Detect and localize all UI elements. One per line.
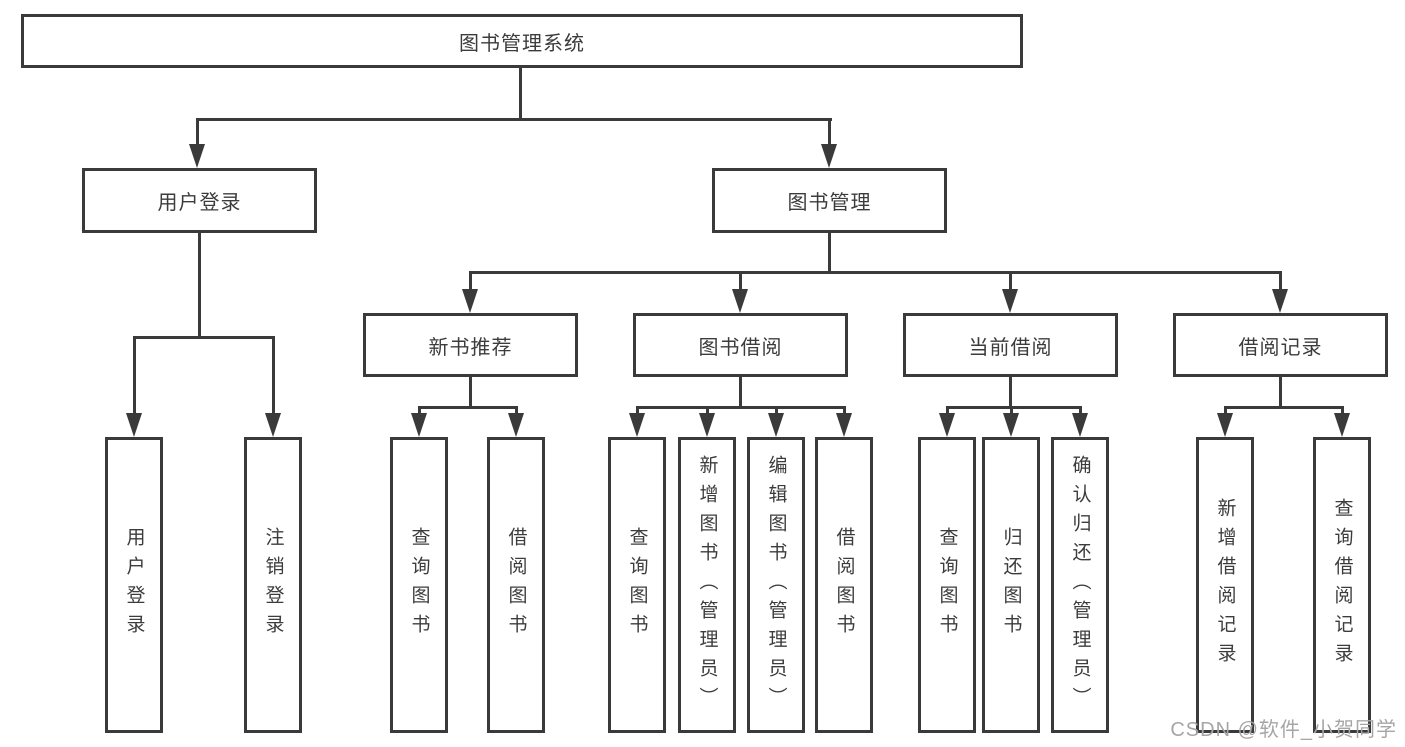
- node-label: 注销登录: [262, 527, 284, 643]
- node-library-management-system: 图书管理系统: [21, 14, 1023, 68]
- connector-line: [1079, 406, 1082, 416]
- arrow-down-icon: [508, 413, 524, 437]
- connector-line: [1010, 406, 1013, 416]
- arrow-down-icon: [732, 289, 748, 313]
- connector-line: [828, 233, 831, 271]
- connector-line: [706, 406, 709, 416]
- node-query-books: 查询图书: [390, 437, 448, 733]
- node-add-book-admin: 新增图书（管理员）: [678, 437, 736, 733]
- node-label: 用户登录: [123, 527, 145, 643]
- node-label: 当前借阅: [968, 336, 1053, 359]
- connector-line: [272, 336, 275, 414]
- connector-line: [418, 406, 518, 409]
- arrow-down-icon: [768, 413, 784, 437]
- node-label: 新书推荐: [428, 336, 513, 359]
- connector-line: [1279, 377, 1282, 406]
- arrow-down-icon: [836, 413, 852, 437]
- arrow-down-icon: [189, 144, 205, 168]
- connector-line: [946, 406, 949, 416]
- connector-line: [196, 118, 832, 121]
- connector-line: [946, 406, 1082, 409]
- node-label: 归还图书: [1000, 527, 1022, 643]
- connector-line: [469, 271, 1282, 274]
- arrow-down-icon: [939, 413, 955, 437]
- connector-line: [519, 68, 522, 118]
- node-label: 用户登录: [157, 192, 242, 214]
- arrow-down-icon: [1072, 413, 1088, 437]
- connector-line: [1009, 377, 1012, 406]
- arrow-down-icon: [1334, 413, 1350, 437]
- node-user-login: 用户登录: [82, 168, 317, 233]
- arrow-down-icon: [462, 289, 478, 313]
- connector-line: [1341, 406, 1344, 416]
- connector-line: [636, 406, 846, 409]
- node-query-books: 查询图书: [918, 437, 976, 733]
- node-label: 图书借阅: [698, 336, 783, 359]
- connector-line: [1224, 406, 1344, 409]
- connector-line: [739, 271, 742, 291]
- arrow-down-icon: [1272, 289, 1288, 313]
- connector-line: [828, 118, 831, 148]
- csdn-watermark: CSDN @软件_小贺同学: [1170, 719, 1397, 741]
- node-query-books: 查询图书: [608, 437, 666, 733]
- arrow-down-icon: [1003, 413, 1019, 437]
- node-new-book-recommend: 新书推荐: [363, 313, 578, 377]
- arrow-down-icon: [126, 413, 142, 437]
- connector-line: [133, 336, 136, 414]
- connector-line: [469, 377, 472, 406]
- arrow-down-icon: [1002, 289, 1018, 313]
- node-label: 借阅图书: [833, 527, 855, 643]
- node-book-management: 图书管理: [712, 168, 947, 233]
- arrow-down-icon: [1217, 413, 1233, 437]
- node-current-borrowing: 当前借阅: [903, 313, 1118, 377]
- node-label: 编辑图书（管理员）: [765, 454, 787, 716]
- node-label: 图书管理: [787, 192, 872, 214]
- connector-line: [133, 336, 275, 339]
- connector-line: [1224, 406, 1227, 416]
- node-borrow-books: 借阅图书: [815, 437, 873, 733]
- arrow-down-icon: [411, 413, 427, 437]
- node-label: 图书管理系统: [459, 32, 585, 55]
- connector-line: [775, 406, 778, 416]
- arrow-down-icon: [265, 413, 281, 437]
- connector-line: [1009, 271, 1012, 291]
- node-label: 查询图书: [626, 527, 648, 643]
- arrow-down-icon: [629, 413, 645, 437]
- connector-line: [198, 233, 201, 336]
- connector-line: [636, 406, 639, 416]
- node-label: 查询图书: [408, 527, 430, 643]
- node-query-borrow-record: 查询借阅记录: [1313, 437, 1371, 733]
- connector-line: [843, 406, 846, 416]
- connector-line: [739, 377, 742, 406]
- arrow-down-icon: [699, 413, 715, 437]
- node-label: 借阅记录: [1238, 336, 1323, 359]
- node-label: 查询借阅记录: [1331, 498, 1353, 672]
- arrow-down-icon: [821, 144, 837, 168]
- node-label: 查询图书: [936, 527, 958, 643]
- node-confirm-return-admin: 确认归还（管理员）: [1051, 437, 1109, 733]
- node-return-book: 归还图书: [982, 437, 1040, 733]
- node-label: 新增图书（管理员）: [696, 454, 718, 716]
- node-borrow-records: 借阅记录: [1173, 313, 1388, 377]
- node-label: 新增借阅记录: [1214, 498, 1236, 672]
- connector-line: [196, 118, 199, 148]
- node-logout: 注销登录: [244, 437, 302, 733]
- node-borrow-books: 借阅图书: [487, 437, 545, 733]
- connector-line: [1279, 271, 1282, 291]
- connector-line: [469, 271, 472, 291]
- node-label: 借阅图书: [505, 527, 527, 643]
- node-label: 确认归还（管理员）: [1069, 454, 1091, 716]
- node-user-login-leaf: 用户登录: [105, 437, 163, 733]
- node-add-borrow-record: 新增借阅记录: [1196, 437, 1254, 733]
- node-book-borrowing: 图书借阅: [633, 313, 848, 377]
- node-edit-book-admin: 编辑图书（管理员）: [747, 437, 805, 733]
- connector-line: [515, 406, 518, 416]
- connector-line: [418, 406, 421, 416]
